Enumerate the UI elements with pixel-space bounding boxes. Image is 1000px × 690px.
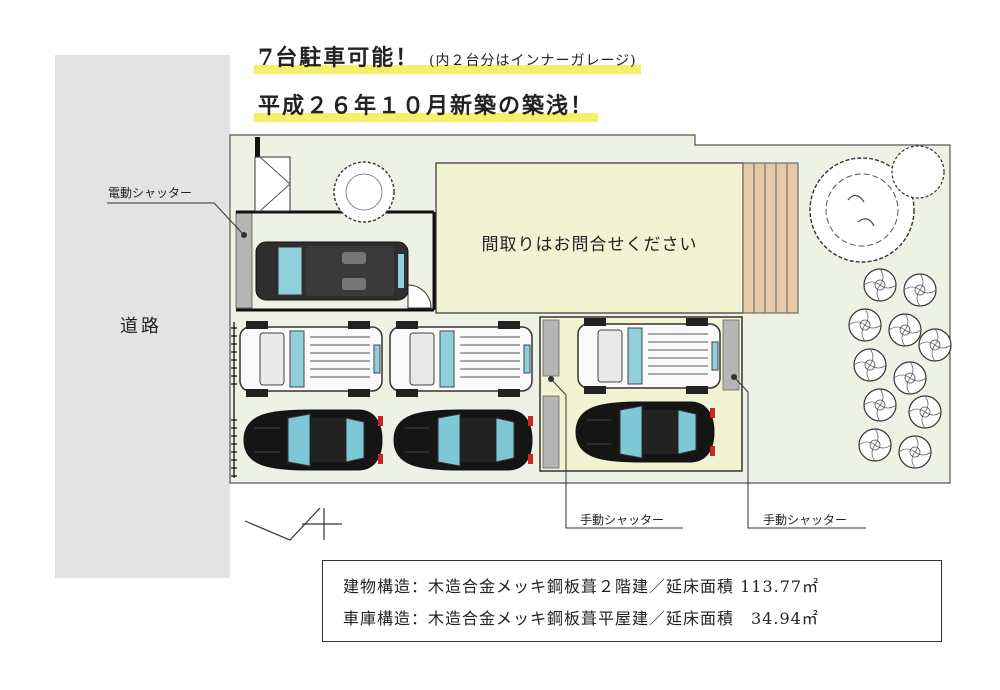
car-white-van (239, 320, 383, 398)
door-swing (407, 284, 432, 309)
manual-shutter (542, 319, 560, 377)
callout-lines (107, 202, 866, 529)
fence (231, 322, 237, 478)
tree (333, 161, 395, 223)
building-info-box: 建物構造：木造合金メッキ鋼板葺２階建／延床面積 113.77㎡ 車庫構造：木造合… (322, 560, 942, 642)
car-black-sedan (393, 409, 534, 471)
road-label: 道路 (120, 316, 162, 337)
tree (891, 145, 945, 199)
manual-shutter-label-1: 手動シャッター (580, 513, 665, 527)
north-arrow-icon (244, 507, 342, 541)
headline-sub: (内２台分はインナーガレージ) (428, 53, 637, 69)
car-black-sedan (243, 409, 384, 471)
manual-shutter-label-2: 手動シャッター (763, 513, 848, 527)
headline-line2: 平成２６年１０月新築の築浅！ (254, 88, 599, 122)
gate (254, 156, 291, 212)
garage-structure-line: 車庫構造：木造合金メッキ鋼板葺平屋建／延床面積 34.94㎡ (343, 609, 819, 628)
car-white-van (389, 320, 533, 398)
wood-deck (742, 162, 799, 314)
house-label: 間取りはお問合せください (481, 235, 698, 255)
headline-main: 7台駐車可能！ (258, 45, 420, 71)
road (55, 55, 230, 578)
electric-shutter-label: 電動シャッター (108, 186, 193, 200)
car-minivan (255, 241, 409, 301)
car-black-sedan (575, 401, 716, 463)
headline-line1: 7台駐車可能！ (内２台分はインナーガレージ) (254, 40, 641, 74)
large-tree (809, 157, 915, 263)
manual-shutter (542, 395, 560, 469)
headline-build-year: 平成２６年１０月新築の築浅！ (258, 93, 595, 119)
electric-shutter (235, 211, 253, 309)
building-structure-line: 建物構造：木造合金メッキ鋼板葺２階建／延床面積 113.77㎡ (343, 577, 820, 596)
house (435, 162, 744, 314)
car-white-van (577, 317, 721, 395)
manual-shutter (722, 319, 740, 391)
